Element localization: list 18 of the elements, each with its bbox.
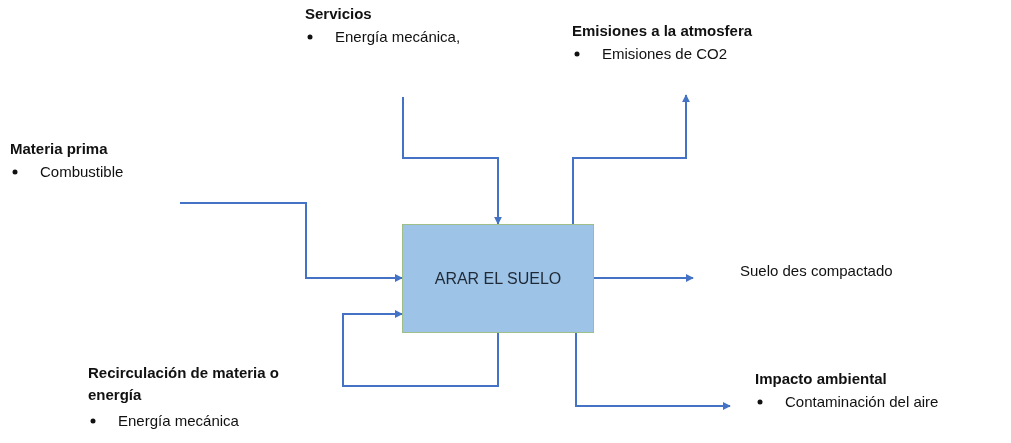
arrow (179, 202, 403, 282)
arrow (342, 310, 499, 387)
bullet-item: Energía mecánica (88, 411, 303, 429)
arrow (575, 332, 731, 410)
arrow (572, 94, 690, 225)
output-label: Suelo des compactado (740, 262, 894, 279)
heading: Servicios (305, 5, 373, 22)
bullet-item: Combustible (10, 163, 180, 180)
heading: Recirculación de materia o energía (88, 363, 280, 405)
arrow (402, 96, 502, 225)
bullet-item: Emisiones de CO2 (572, 45, 832, 62)
bullet-item: Energía mecánica, (305, 28, 485, 45)
arrow (593, 274, 694, 282)
heading: Materia prima (10, 140, 109, 157)
process-box: ARAR EL SUELO (402, 224, 594, 333)
heading: Emisiones a la atmosfera (572, 22, 754, 39)
heading: Impacto ambiental (755, 370, 888, 387)
bullet-item: Contaminación del aire (755, 393, 1008, 410)
